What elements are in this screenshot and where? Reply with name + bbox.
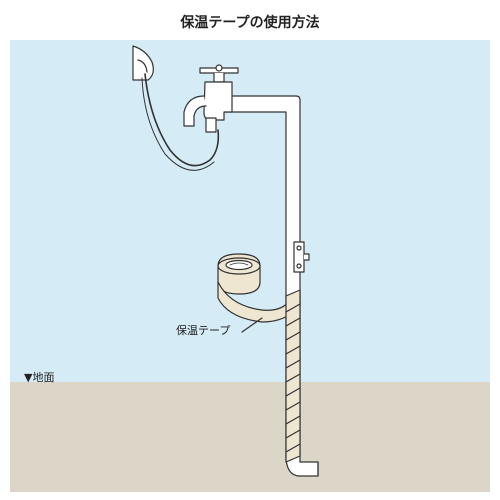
ground-label: ▼地面 — [24, 369, 54, 385]
ground-area — [10, 382, 490, 492]
hose-bracket-icon — [132, 45, 154, 81]
hose-icon — [141, 73, 220, 171]
illustration-panel — [10, 40, 490, 492]
ground-marker-icon: ▼ — [24, 371, 33, 384]
ground-label-text: 地面 — [32, 371, 55, 384]
pipe-clamp-icon — [293, 241, 310, 273]
faucet-icon — [183, 64, 239, 133]
tape-roll — [217, 253, 261, 295]
tape-wrap — [285, 289, 301, 463]
tape-label: 保温テープ — [176, 324, 231, 337]
diagram-title: 保温テープの使用方法 — [180, 15, 320, 31]
tape-leader-line — [241, 317, 263, 333]
